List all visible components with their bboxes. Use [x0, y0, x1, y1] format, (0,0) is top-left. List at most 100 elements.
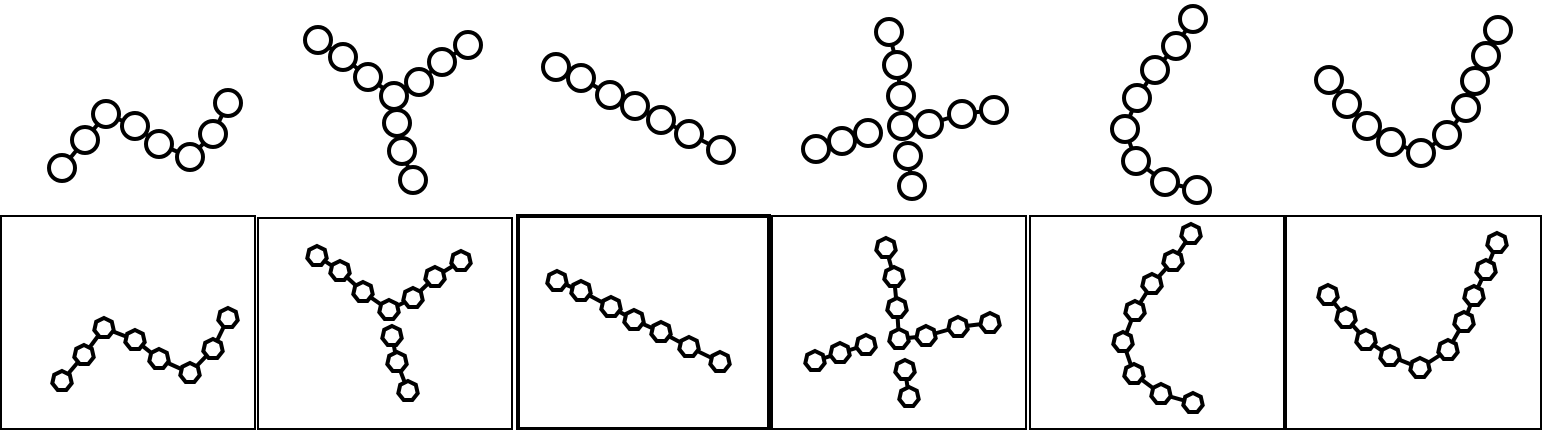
- answer-option-3[interactable]: [516, 214, 771, 430]
- circle-bead-icon: [1122, 83, 1152, 113]
- option-cell-frame[interactable]: [516, 214, 771, 430]
- circle-bead-icon: [379, 81, 409, 111]
- heptagon-bead-icon: [803, 348, 827, 372]
- circle-bead-icon: [213, 88, 243, 118]
- circle-bead-icon: [70, 125, 100, 155]
- heptagon-bead-icon: [1462, 283, 1486, 307]
- circle-bead-icon: [1406, 138, 1436, 168]
- option-cell-frame[interactable]: [0, 215, 256, 430]
- heptagon-bead-icon: [305, 243, 329, 267]
- answer-option-4[interactable]: [771, 215, 1027, 430]
- circle-bead-icon: [886, 81, 916, 111]
- heptagon-bead-icon: [854, 332, 878, 356]
- answer-options-row: [0, 214, 1542, 430]
- heptagon-bead-icon: [1122, 361, 1146, 385]
- answer-option-2[interactable]: [257, 217, 513, 430]
- reference-shape-v-chain: [1314, 15, 1513, 168]
- circle-bead-icon: [674, 119, 704, 149]
- heptagon-bead-icon: [377, 297, 401, 321]
- heptagon-bead-icon: [946, 314, 970, 338]
- circle-bead-icon: [328, 42, 358, 72]
- circle-bead-icon: [1140, 55, 1170, 85]
- heptagon-bead-icon: [1334, 305, 1358, 329]
- circle-bead-icon: [1314, 65, 1344, 95]
- answer-option-1[interactable]: [0, 215, 256, 430]
- circle-bead-icon: [541, 52, 571, 82]
- circle-bead-icon: [874, 17, 904, 47]
- circle-bead-icon: [1182, 175, 1212, 205]
- circle-bead-icon: [1161, 31, 1191, 61]
- heptagon-bead-icon: [401, 285, 425, 309]
- circle-bead-icon: [882, 50, 912, 80]
- option-cell-frame[interactable]: [257, 217, 513, 430]
- circle-bead-icon: [801, 134, 831, 164]
- circle-bead-icon: [387, 136, 417, 166]
- heptagon-bead-icon: [708, 349, 732, 373]
- heptagon-bead-icon: [380, 323, 404, 347]
- answer-option-5[interactable]: [1029, 215, 1285, 430]
- heptagon-bead-icon: [978, 310, 1002, 334]
- heptagon-bead-icon: [1408, 355, 1432, 379]
- circle-bead-icon: [1451, 93, 1481, 123]
- heptagon-bead-icon: [147, 346, 171, 370]
- circle-bead-icon: [827, 126, 857, 156]
- heptagon-bead-icon: [1485, 230, 1509, 254]
- circle-bead-icon: [706, 135, 736, 165]
- heptagon-bead-icon: [351, 279, 375, 303]
- circle-bead-icon: [646, 105, 676, 135]
- circle-bead-icon: [198, 119, 228, 149]
- circle-bead-icon: [887, 111, 917, 141]
- circle-bead-icon: [303, 25, 333, 55]
- circle-bead-icon: [1471, 41, 1501, 71]
- heptagon-bead-icon: [569, 278, 593, 302]
- heptagon-bead-icon: [874, 235, 898, 259]
- circle-bead-icon: [91, 99, 121, 129]
- heptagon-bead-icon: [449, 248, 473, 272]
- heptagon-bead-icon: [1452, 309, 1476, 333]
- heptagon-bead-icon: [1161, 248, 1185, 272]
- heptagon-bead-icon: [882, 264, 906, 288]
- heptagon-bead-icon: [423, 264, 447, 288]
- heptagon-bead-icon: [545, 268, 569, 292]
- answer-option-6[interactable]: [1285, 215, 1542, 430]
- circle-bead-icon: [1332, 89, 1362, 119]
- circle-bead-icon: [382, 108, 412, 138]
- heptagon-bead-icon: [1474, 257, 1498, 281]
- heptagon-bead-icon: [1181, 390, 1205, 414]
- circle-bead-icon: [947, 99, 977, 129]
- circle-bead-icon: [897, 171, 927, 201]
- heptagon-bead-icon: [385, 349, 409, 373]
- heptagon-bead-icon: [1179, 221, 1203, 245]
- circle-bead-icon: [1178, 4, 1208, 34]
- heptagon-bead-icon: [828, 340, 852, 364]
- circle-bead-icon: [144, 129, 174, 159]
- circle-bead-icon: [398, 165, 428, 195]
- heptagon-bead-icon: [72, 342, 96, 366]
- circle-bead-icon: [853, 118, 883, 148]
- circle-bead-icon: [120, 111, 150, 141]
- heptagon-bead-icon: [1436, 337, 1460, 361]
- heptagon-bead-icon: [1140, 271, 1164, 295]
- heptagon-bead-icon: [1354, 327, 1378, 351]
- heptagon-bead-icon: [599, 294, 623, 318]
- heptagon-bead-icon: [92, 315, 116, 339]
- heptagon-bead-icon: [1378, 343, 1402, 367]
- circle-bead-icon: [979, 95, 1009, 125]
- heptagon-bead-icon: [1123, 298, 1147, 322]
- reference-shape-straight-chain: [541, 52, 736, 165]
- circle-bead-icon: [620, 91, 650, 121]
- reference-shape-zigzag-chain: [47, 88, 243, 183]
- heptagon-bead-icon: [893, 357, 917, 381]
- circle-bead-icon: [1376, 127, 1406, 157]
- reference-shape-y-branch: [303, 25, 483, 195]
- heptagon-bead-icon: [178, 360, 202, 384]
- circle-bead-icon: [1121, 146, 1151, 176]
- reference-shapes-row: [47, 4, 1513, 205]
- heptagon-bead-icon: [885, 295, 909, 319]
- heptagon-bead-icon: [1316, 282, 1340, 306]
- circle-bead-icon: [1110, 114, 1140, 144]
- heptagon-bead-icon: [1149, 381, 1173, 405]
- circle-bead-icon: [595, 80, 625, 110]
- heptagon-bead-icon: [649, 319, 673, 343]
